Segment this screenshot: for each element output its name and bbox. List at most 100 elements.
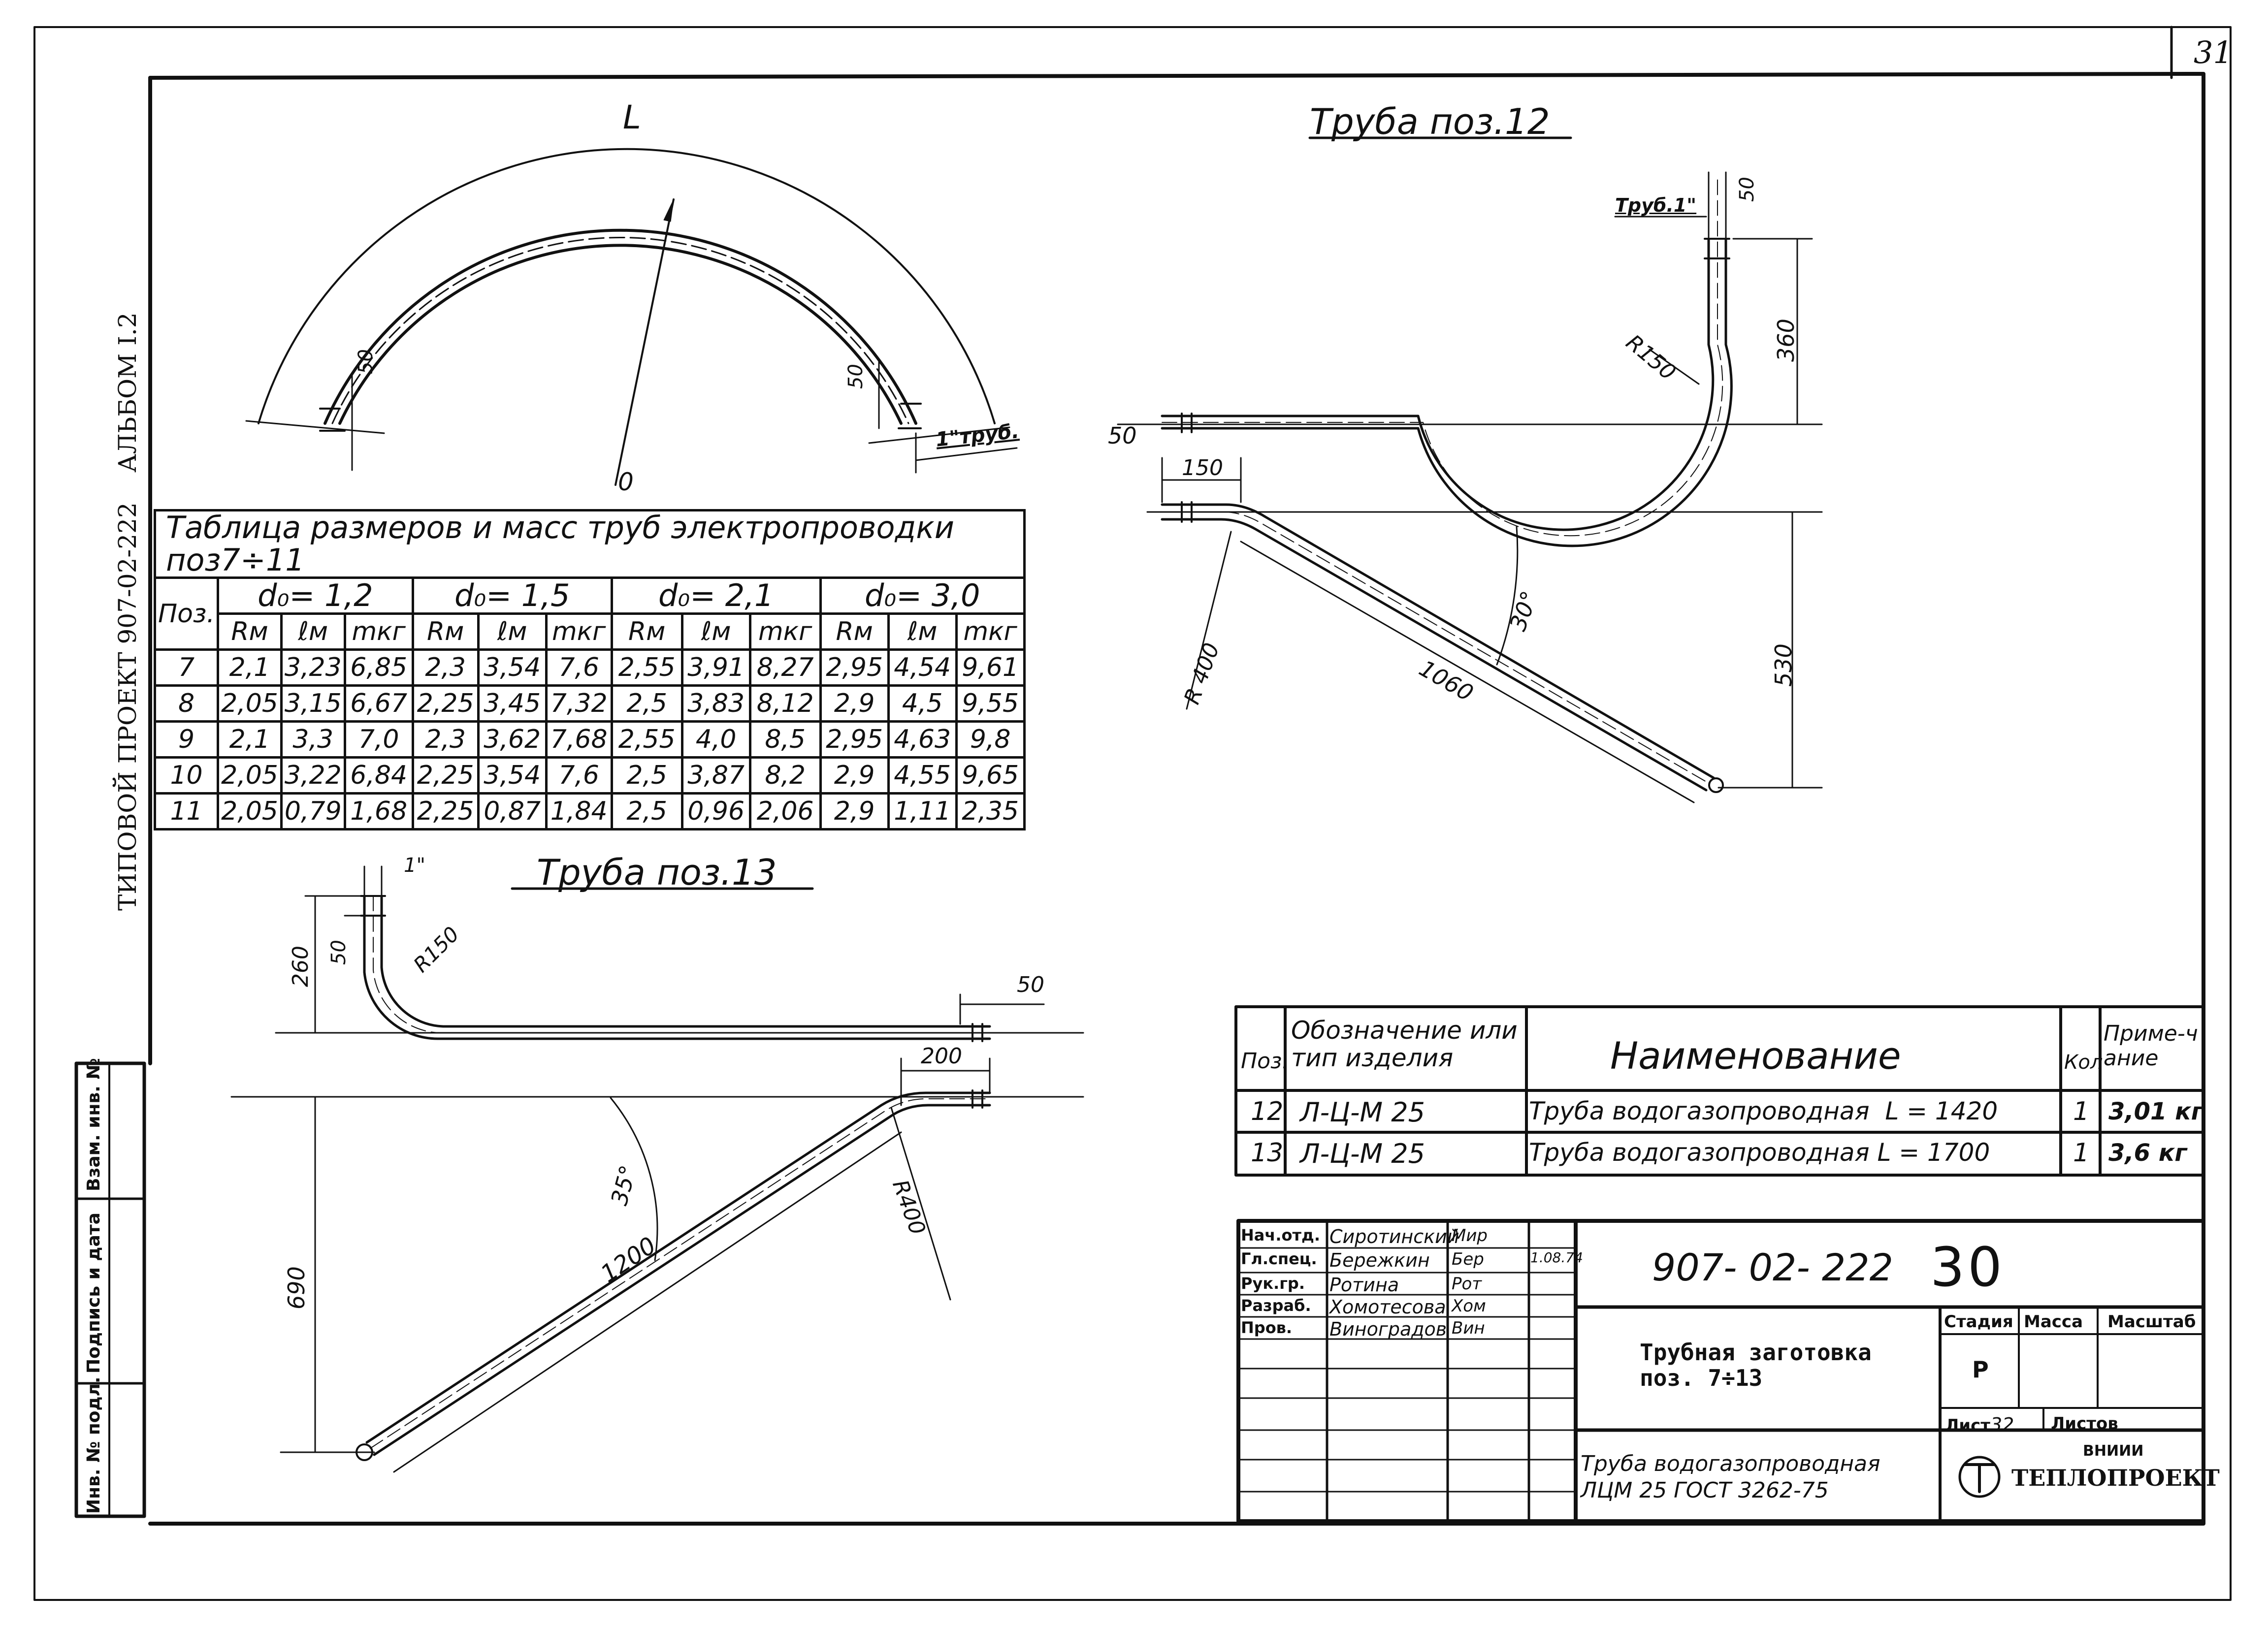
spec-header-qty: Кол <box>2064 1051 2103 1074</box>
signature-mark: Мир <box>1452 1226 1488 1245</box>
sheet-label: Лист32 <box>1945 1414 2014 1436</box>
arc-dim-left: 50 <box>355 349 377 374</box>
row-position: 8 <box>153 684 220 723</box>
scale-header: Масштаб <box>2107 1312 2196 1332</box>
table-cell: 3,54 <box>477 648 548 687</box>
table-pos-header: Поз. <box>153 576 220 651</box>
sheet-value: 32 <box>1990 1414 2014 1436</box>
table-cell: 2,25 <box>411 756 480 795</box>
strip-label-sign: Подпись и дата <box>84 1213 104 1373</box>
sheet-code: 30 <box>1930 1236 2005 1299</box>
spec-table-lines <box>1234 1005 2205 1177</box>
table-cell: 4,63 <box>887 720 958 759</box>
table-cell: 3,15 <box>280 684 346 723</box>
table-cell: 9,61 <box>955 648 1026 687</box>
material-line2: ЛЦМ 25 ГОСТ 3262-75 <box>1581 1478 1829 1503</box>
pipe13-side-view <box>230 1057 1084 1473</box>
arc-label-O: 0 <box>618 468 634 496</box>
stage-header: Стадия <box>1944 1312 2013 1332</box>
row-position: 11 <box>153 792 220 830</box>
spec-header-name: Наименование <box>1610 1034 1901 1078</box>
table-cell: 7,68 <box>545 720 613 759</box>
arc-pipe-drawing <box>245 148 1018 486</box>
group-header: d₀= 1,2 <box>217 576 414 615</box>
sub-header: ℓм <box>280 612 346 651</box>
signature-name: Хомотесова <box>1329 1296 1446 1318</box>
sub-header: Rм <box>411 612 480 651</box>
pipe12-dim-150: 150 <box>1182 455 1223 480</box>
table-cell: 3,83 <box>680 684 751 723</box>
mass-header: Масса <box>2024 1312 2083 1332</box>
strip-label-inv: Инв. № подл. <box>84 1376 104 1514</box>
pipe12-dim-top: 50 <box>1736 177 1758 202</box>
table-cell: 0,87 <box>477 792 548 830</box>
signature-name: Ротина <box>1329 1274 1399 1296</box>
signature-role: Рук.гр. <box>1241 1274 1305 1293</box>
table-cell: 0,79 <box>280 792 346 830</box>
material-line1: Труба водогазопроводная <box>1581 1451 1880 1476</box>
sub-header: ℓм <box>477 612 548 651</box>
pipe13-dim-200: 200 <box>921 1044 962 1069</box>
spec-row12-pos: 12 <box>1251 1097 1284 1126</box>
table-cell: 7,32 <box>545 684 613 723</box>
stage-value: Р <box>1972 1356 1989 1383</box>
table-cell: 6,85 <box>343 648 414 687</box>
table-cell: 2,05 <box>217 684 283 723</box>
pipe12-side-view <box>1146 457 1823 803</box>
arc-label-L: L <box>623 98 641 136</box>
table-cell: 2,55 <box>610 648 683 687</box>
pipe13-pipe-note: 1" <box>404 854 425 877</box>
table-cell: 4,54 <box>887 648 958 687</box>
drawing-title-line1: Трубная заготовка <box>1640 1339 1872 1366</box>
table-cell: 3,3 <box>280 720 346 759</box>
arc-dim-right: 50 <box>844 364 867 389</box>
signature-mark: Хом <box>1452 1296 1486 1316</box>
table-cell: 2,9 <box>819 684 890 723</box>
table-cell: 7,6 <box>545 648 613 687</box>
drawing-title-line2: поз. 7÷13 <box>1640 1365 1763 1391</box>
group-header: d₀= 3,0 <box>819 576 1026 615</box>
signature-mark: Рот <box>1452 1274 1482 1294</box>
sub-header: Rм <box>217 612 283 651</box>
sub-header: mкг <box>955 612 1026 651</box>
spec-header-pos: Поз. <box>1241 1049 1289 1074</box>
signature-role: Разраб. <box>1241 1296 1311 1315</box>
table-cell: 2,35 <box>955 792 1026 830</box>
table-cell: 7,0 <box>343 720 414 759</box>
pipe13-title: Труба поз.13 <box>537 852 777 893</box>
table-cell: 8,12 <box>748 684 822 723</box>
strip-label-zam: Взам. инв. № <box>84 1058 104 1191</box>
table-cell: 2,5 <box>610 792 683 830</box>
spec-row13-qty: 1 <box>2073 1138 2090 1168</box>
table-cell: 3,23 <box>280 648 346 687</box>
signature-date: 1.08.74 <box>1530 1249 1583 1266</box>
table-cell: 2,9 <box>819 756 890 795</box>
sub-header: Rм <box>610 612 683 651</box>
table-cell: 6,67 <box>343 684 414 723</box>
table-cell: 1,68 <box>343 792 414 830</box>
table-cell: 2,95 <box>819 648 890 687</box>
spec-row12-note: 3,01 кг <box>2108 1098 2203 1125</box>
spec-row13-pos: 13 <box>1251 1138 1284 1168</box>
table-cell: 3,87 <box>680 756 751 795</box>
table-cell: 6,84 <box>343 756 414 795</box>
spec-row12-name: Труба водогазопроводная L = 1420 <box>1529 1097 1998 1125</box>
signature-name: Бережкин <box>1329 1249 1430 1271</box>
table-cell: 3,91 <box>680 648 751 687</box>
table-cell: 2,1 <box>217 648 283 687</box>
table-cell: 1,84 <box>545 792 613 830</box>
table-cell: 8,27 <box>748 648 822 687</box>
table-cell: 3,22 <box>280 756 346 795</box>
pipe12-top-view <box>1117 136 1823 547</box>
spec-header-note: Приме-чание <box>2104 1021 2198 1071</box>
spec-row13-designation: Л-Ц-М 25 <box>1300 1138 1425 1169</box>
spec-header-designation: Обозначение или тип изделия <box>1291 1016 1518 1072</box>
table-cell: 9,8 <box>955 720 1026 759</box>
